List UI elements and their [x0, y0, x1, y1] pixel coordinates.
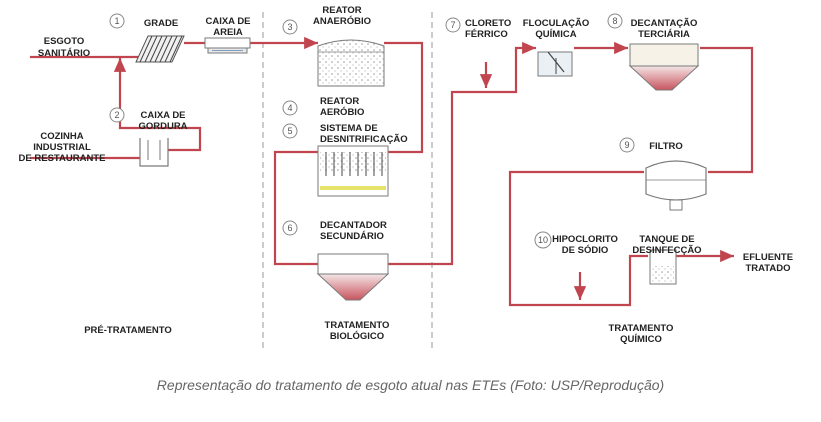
decantador-secundario-unit — [316, 253, 390, 301]
step-7-number: 7 — [450, 20, 455, 30]
pipe-decantador-floculacao — [388, 41, 536, 266]
efluente-label-1: EFLUENTE — [743, 252, 793, 263]
hipoclorito-label-2: DE SÓDIO — [562, 244, 608, 256]
pipe-caixa-esgoto — [113, 58, 202, 152]
step-4-number: 4 — [287, 103, 292, 113]
figure-caption: Representação do tratamento de esgoto at… — [156, 377, 665, 393]
floculacao-unit — [537, 51, 573, 77]
step-2-number: 2 — [114, 110, 119, 120]
tanque-label-2: DESINFECÇÃO — [632, 245, 701, 256]
caixa-areia-unit — [204, 37, 251, 54]
pipe-reator4-decantador — [273, 150, 318, 266]
grade-label: GRADE — [144, 18, 178, 29]
section-quimico-2: QUÍMICO — [620, 334, 662, 345]
flow-pipes — [30, 36, 754, 307]
reator-aerobio-unit — [317, 145, 389, 197]
cozinha-label-3: DE RESTAURANTE — [19, 153, 106, 164]
step-number-circles — [109, 13, 635, 249]
efluente-label-2: TRATADO — [745, 263, 790, 274]
pipe-decantacao-filtro — [700, 46, 754, 174]
caixa-gordura-label-2: GORDURA — [138, 121, 187, 132]
decantacao-terciaria-unit — [628, 43, 700, 91]
cozinha-label-1: COZINHA — [40, 131, 83, 142]
section-biologico-1: TRATAMENTO — [325, 320, 390, 331]
esgoto-label-2: SANITÁRIO — [38, 48, 90, 59]
reator-aerobio-label-1: REATOR — [320, 96, 359, 107]
tanque-desinfeccao-unit — [649, 249, 677, 285]
step-8-number: 8 — [612, 16, 617, 26]
caixa-areia-label-1: CAIXA DE — [205, 16, 250, 27]
step-1-number: 1 — [114, 16, 119, 26]
filtro-unit — [645, 160, 707, 211]
esgoto-label-1: ESGOTO — [44, 36, 84, 47]
section-biologico-2: BIOLÓGICO — [330, 330, 384, 342]
reator-anaerobio-unit — [317, 39, 385, 87]
tanque-label-1: TANQUE DE — [639, 234, 694, 245]
floculacao-label-1: FLOCULAÇÃO — [523, 18, 590, 29]
cloreto-label-1: CLORETO — [465, 18, 511, 29]
floculacao-label-2: QUÍMICA — [535, 29, 576, 40]
section-pre-tratamento: PRÉ-TRATAMENTO — [84, 325, 172, 336]
decantador-label-1: DECANTADOR — [320, 220, 387, 231]
caixa-gordura-unit — [139, 138, 169, 167]
section-quimico-1: TRATAMENTO — [609, 323, 674, 334]
filtro-label: FILTRO — [649, 141, 683, 152]
step-10-number: 10 — [538, 235, 548, 245]
reator-anaerobio-label-2: ANAERÓBIO — [313, 15, 371, 27]
pipe-filtro-tanque — [508, 170, 648, 307]
decantacao-terciaria-label-2: TERCIÁRIA — [638, 29, 690, 40]
decantador-label-2: SECUNDÁRIO — [320, 231, 384, 242]
reator-anaerobio-label-1: REATOR — [322, 5, 361, 16]
treatment-diagram: 1 2 3 4 5 6 7 8 9 10 ESGOTO SANITÁRIO GR… — [19, 5, 793, 350]
cozinha-label-2: INDUSTRIAL — [33, 142, 91, 153]
step-5-number: 5 — [287, 126, 292, 136]
cloreto-label-2: FÉRRICO — [465, 29, 508, 40]
desnitrificacao-label-2: DESNITRIFICAÇÃO — [320, 134, 408, 145]
reator-aerobio-label-2: AERÓBIO — [320, 106, 364, 118]
step-6-number: 6 — [287, 223, 292, 233]
decantacao-terciaria-label-1: DECANTAÇÃO — [631, 18, 698, 29]
desnitrificacao-label-1: SISTEMA DE — [320, 123, 378, 134]
step-9-number: 9 — [624, 140, 629, 150]
caixa-areia-label-2: AREIA — [213, 27, 243, 38]
grade-screen — [135, 35, 185, 63]
hipoclorito-label-1: HIPOCLORITO — [552, 234, 618, 245]
pipe-reator3-reator4 — [384, 41, 424, 154]
step-3-number: 3 — [287, 22, 292, 32]
caixa-gordura-label-1: CAIXA DE — [140, 110, 185, 121]
